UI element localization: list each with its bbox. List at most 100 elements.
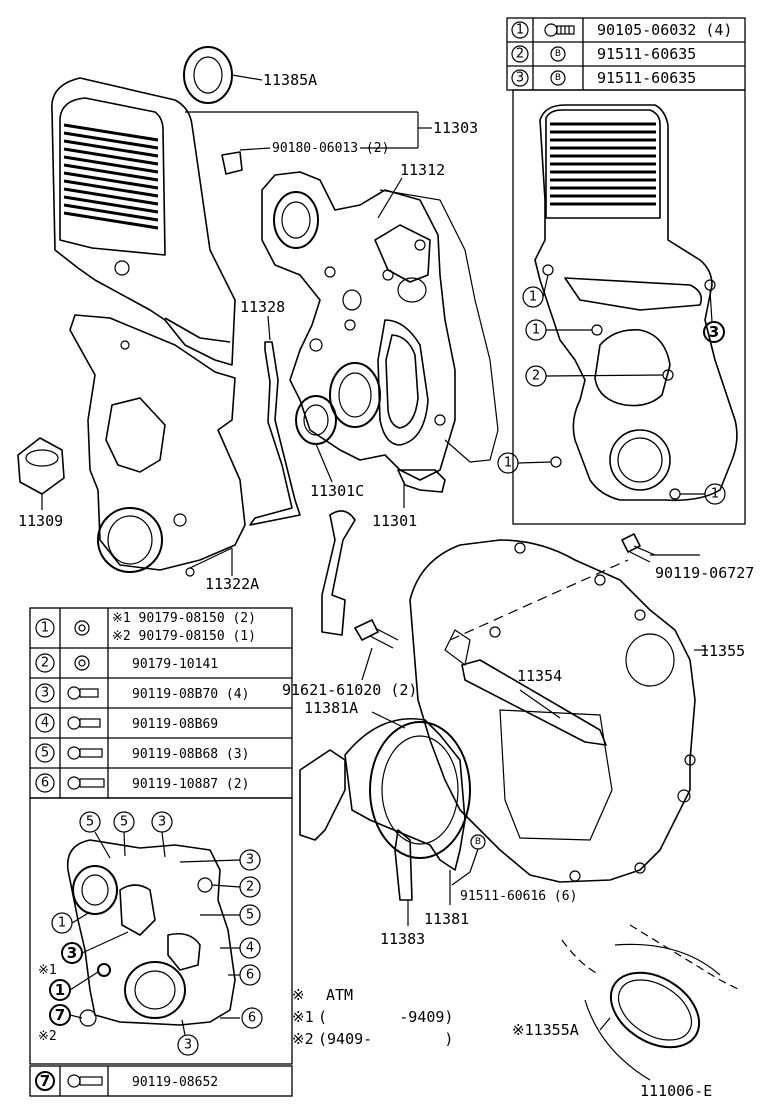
callout-11383: 11383	[380, 930, 425, 948]
svg-text:2: 2	[532, 369, 540, 384]
svg-text:1: 1	[55, 981, 65, 999]
bottom-table-part-3: 90119-08B70 (4)	[132, 687, 249, 702]
oil-seal-retainer: B	[299, 711, 486, 926]
svg-text:6: 6	[248, 1011, 256, 1026]
svg-text:B: B	[555, 49, 561, 59]
callout-11301: 11301	[372, 512, 417, 530]
timing-cover-upper	[51, 77, 236, 366]
upper-cover-inset: 1 1 2 1 1 3	[497, 89, 746, 525]
plug-11309	[17, 437, 65, 510]
callout-91621-61020: 91621-61020 (2)	[282, 681, 417, 699]
bottom-table-part-1a: ※1 90179-08150 (2)	[112, 611, 256, 626]
bolt-icon	[67, 776, 105, 790]
bottom-table-ref-5: 5	[41, 746, 49, 761]
gasket-11312	[379, 189, 499, 463]
svg-text:1: 1	[529, 290, 537, 305]
bottom-table-ref-1: 1	[41, 621, 49, 636]
callout-11322A: 11322A	[205, 575, 259, 593]
svg-text:2: 2	[246, 880, 254, 895]
top-bolt-table: 1 2 3 B B 90105-06032 (4) 91511-60635 91…	[506, 17, 746, 91]
bolt-icon	[67, 1074, 103, 1088]
top-table-ref-1: 1	[516, 23, 524, 38]
bottom-table-ref-3: 3	[41, 686, 49, 701]
inset-mark-1: ※1	[38, 963, 57, 978]
svg-text:3: 3	[709, 323, 719, 341]
figure-code: 111006-E	[640, 1082, 712, 1100]
footer-table-ref: 7	[40, 1072, 50, 1090]
callout-11312: 11312	[400, 161, 445, 179]
bolt-icon	[67, 686, 99, 700]
svg-text:5: 5	[120, 815, 128, 830]
note-mark-2: ※2	[292, 1030, 314, 1048]
bottom-table-ref-6: 6	[41, 776, 49, 791]
bottom-bolt-table: 1 2 3 4 5 6 ※1 90179-08150 (2) ※2 90179-…	[29, 607, 293, 799]
callout-90180-06013: 90180-06013 (2)	[272, 141, 389, 156]
timing-case-11301	[261, 171, 456, 508]
footer-bolt-table: 7 90119-08652	[29, 1065, 293, 1097]
note-range-1: ( -9409)	[318, 1008, 453, 1026]
nut-icon: B	[550, 70, 566, 86]
svg-text:1: 1	[711, 487, 719, 502]
callout-11355A: ※11355A	[512, 1021, 579, 1039]
svg-text:B: B	[475, 837, 481, 847]
bolt-icon	[67, 716, 101, 730]
svg-text:3: 3	[246, 853, 254, 868]
svg-text:3: 3	[184, 1038, 192, 1053]
callout-11309: 11309	[18, 512, 63, 530]
nut-icon: B	[550, 46, 566, 62]
bolt-icon	[544, 23, 575, 37]
note-mark-1: ※1	[292, 1008, 314, 1026]
note-atm: ATM	[326, 986, 353, 1004]
note-range-2: (9409- )	[318, 1030, 453, 1048]
bottom-table-part-4: 90119-08B69	[132, 717, 218, 732]
svg-text:7: 7	[55, 1006, 65, 1024]
svg-text:5: 5	[246, 908, 254, 923]
bottom-table-part-2: 90179-10141	[132, 657, 218, 672]
top-table-ref-2: 2	[516, 47, 524, 62]
gasket-11328	[249, 315, 301, 526]
flange-nut-icon	[74, 620, 90, 636]
svg-text:1: 1	[532, 323, 540, 338]
callout-11354: 11354	[517, 667, 562, 685]
callout-11303: 11303	[433, 119, 478, 137]
svg-text:B: B	[555, 73, 561, 83]
bottom-table-part-6: 90119-10887 (2)	[132, 777, 249, 792]
top-table-part-3: 91511-60635	[597, 69, 696, 87]
callout-11301C: 11301C	[310, 482, 364, 500]
svg-text:3: 3	[158, 815, 166, 830]
bottom-table-part-5: 90119-08B68 (3)	[132, 747, 249, 762]
footer-table-part: 90119-08652	[132, 1075, 218, 1090]
bottom-table-ref-2: 2	[41, 656, 49, 671]
oil-seal-11385A	[183, 46, 263, 104]
seal-11355A	[561, 924, 741, 1081]
inset-mark-2: ※2	[38, 1029, 57, 1044]
end-plate-11355	[409, 533, 708, 883]
svg-text:1: 1	[58, 916, 66, 931]
top-table-part-1: 90105-06032 (4)	[597, 21, 732, 39]
callout-90119-06727: 90119-06727	[655, 564, 754, 582]
svg-text:3: 3	[67, 944, 77, 962]
note-mark-atm: ※	[292, 986, 305, 1004]
top-table-part-2: 91511-60635	[597, 45, 696, 63]
timing-cover-lower	[69, 314, 246, 577]
svg-text:4: 4	[246, 941, 254, 956]
callout-11381: 11381	[424, 910, 469, 928]
flange-nut-icon	[74, 655, 90, 671]
hook-bolt-91621	[321, 510, 399, 681]
callout-11328: 11328	[240, 298, 285, 316]
callout-11381A: 11381A	[304, 699, 358, 717]
top-table-ref-3: 3	[516, 71, 524, 86]
notes: ※ ATM ※1 ( -9409) ※2 (9409- )	[292, 986, 453, 1048]
callout-11385A: 11385A	[263, 71, 317, 89]
svg-text:1: 1	[504, 456, 512, 471]
bolt-icon	[67, 746, 103, 760]
bottom-table-ref-4: 4	[41, 716, 49, 731]
svg-text:6: 6	[246, 968, 254, 983]
grommet-90180	[221, 147, 271, 175]
lower-cover-inset: 5 5 3 3 2 5 4 6 6 3 1 3 1 7 ※1 ※2	[29, 797, 293, 1065]
plate-11354	[461, 659, 607, 746]
callout-91511-60616: 91511-60616 (6)	[460, 889, 577, 904]
bottom-table-part-1b: ※2 90179-08150 (1)	[112, 629, 256, 644]
svg-text:5: 5	[86, 815, 94, 830]
